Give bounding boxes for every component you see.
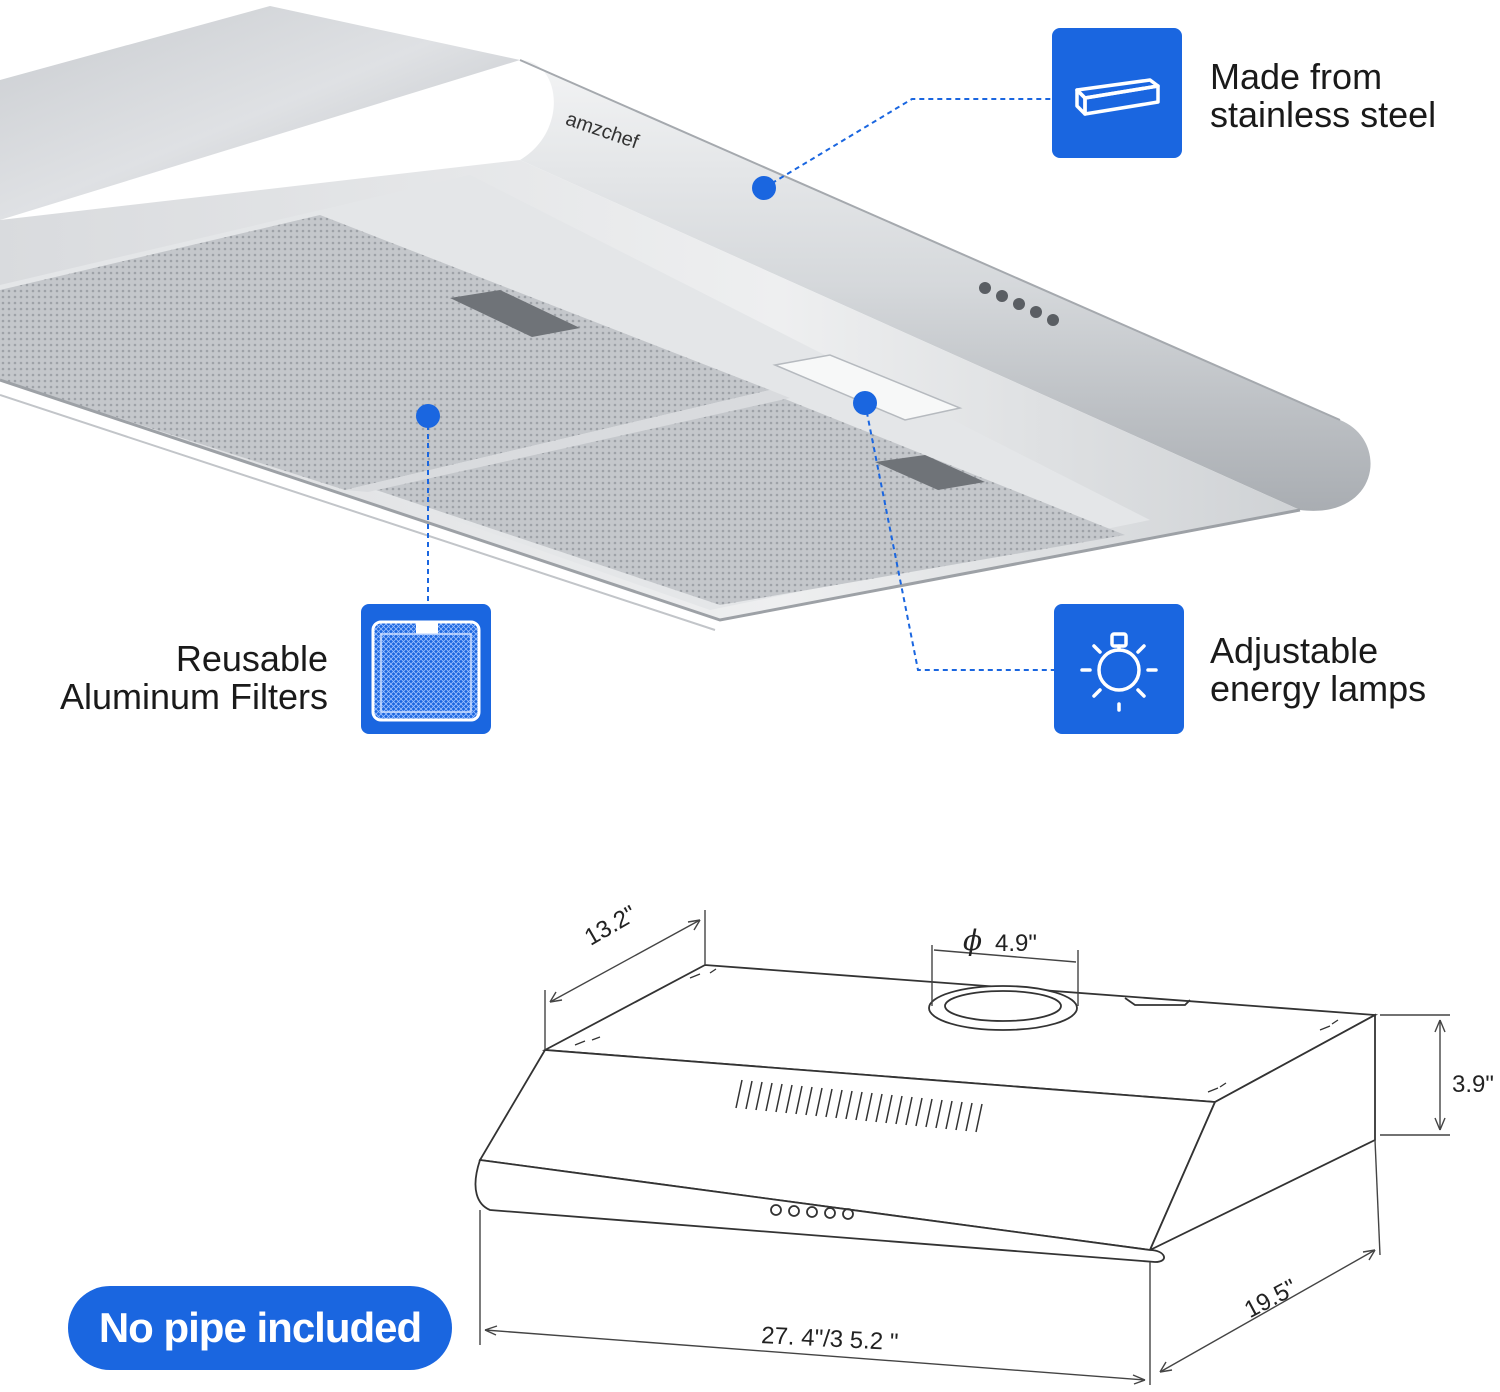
callout-steel-label: Made from stainless steel: [1210, 56, 1437, 135]
range-hood-photo: [0, 6, 1371, 631]
light-bulb-icon-box: [1054, 604, 1184, 734]
dimension-duct-symbol: ϕ: [963, 924, 983, 957]
mesh-filter-icon-box: [361, 604, 491, 734]
callout-dots: [416, 176, 877, 428]
steel-panel-icon-box: [1052, 28, 1182, 158]
light-bulb-icon: [1080, 632, 1158, 712]
control-buttons: [979, 282, 1059, 326]
drawing-knobs: [770, 1204, 854, 1220]
callout-lamps-label: Adjustable energy lamps: [1210, 630, 1427, 709]
dot-lamps: [853, 391, 877, 415]
dimension-duct-diameter: 4.9": [995, 930, 1037, 957]
dimension-drawing: [474, 910, 1450, 1385]
mesh-filter-icon: [371, 620, 481, 722]
vent-slots: [735, 1079, 983, 1133]
callout-connectors: [427, 98, 1054, 671]
dimension-height: 3.9": [1452, 1071, 1494, 1098]
no-pipe-badge: No pipe included: [68, 1286, 452, 1370]
steel-panel-icon: [1075, 78, 1160, 116]
dot-steel: [752, 176, 776, 200]
callout-filters-label: Reusable Aluminum Filters: [59, 638, 328, 717]
dot-filters: [416, 404, 440, 428]
